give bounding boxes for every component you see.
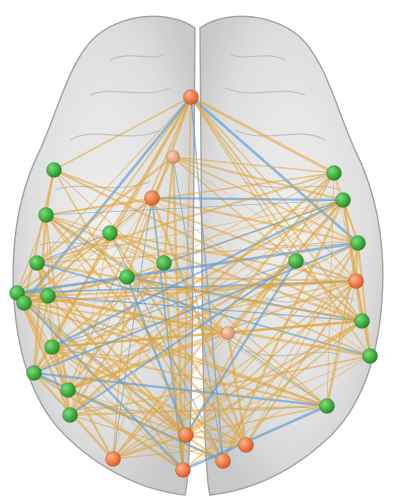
- brain-node-n17: [327, 166, 342, 181]
- brain-node-n14: [27, 366, 42, 381]
- brain-node-n11: [41, 289, 56, 304]
- brain-node-n04: [47, 163, 62, 178]
- brain-node-n16: [63, 408, 78, 423]
- brain-node-n15: [61, 383, 76, 398]
- brain-node-n03: [145, 191, 160, 206]
- brain-node-n07: [120, 270, 135, 285]
- brain-node-n06: [103, 226, 118, 241]
- brain-node-n08: [157, 256, 172, 271]
- brain-node-n09: [30, 256, 45, 271]
- brain-node-n29: [179, 428, 194, 443]
- brain-node-n05: [39, 208, 54, 223]
- brain-node-n26: [176, 463, 191, 478]
- brain-node-n23: [363, 349, 378, 364]
- brain-node-n13: [45, 340, 60, 355]
- brain-node-n25: [106, 452, 121, 467]
- brain-node-n01: [184, 90, 199, 105]
- brain-node-n21: [351, 236, 366, 251]
- brain-node-n19: [289, 254, 304, 269]
- brain-node-n22: [355, 314, 370, 329]
- brain-node-n12: [17, 296, 32, 311]
- brain-node-n30: [222, 327, 235, 340]
- brain-node-n24: [320, 399, 335, 414]
- brain-node-n18: [336, 193, 351, 208]
- brain-node-n02: [167, 151, 180, 164]
- brain-node-n20: [349, 274, 364, 289]
- brain-node-n27: [216, 454, 231, 469]
- brain-node-n28: [239, 438, 254, 453]
